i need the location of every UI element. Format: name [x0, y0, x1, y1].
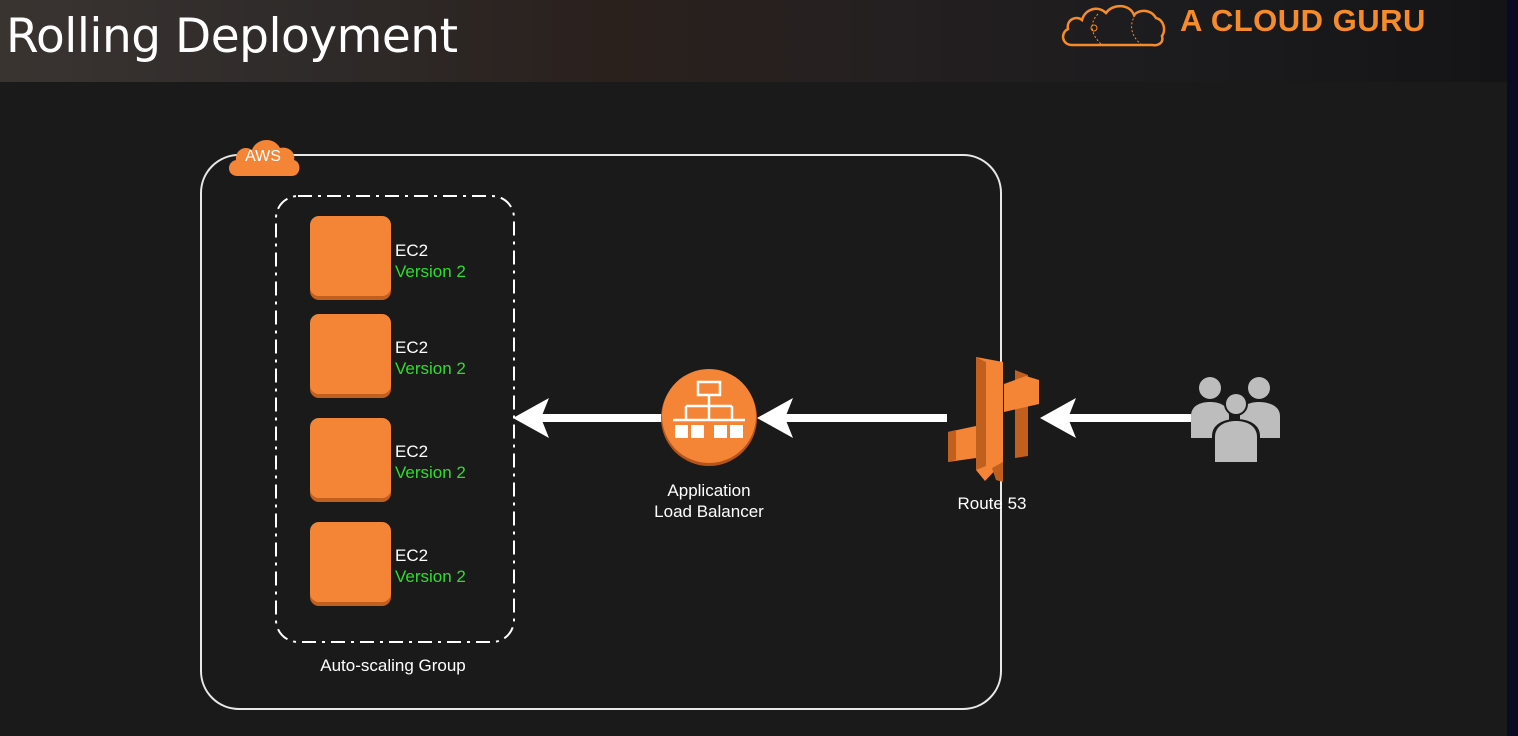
load-balancer-icon — [661, 369, 757, 466]
cloud-logo-icon — [1061, 4, 1166, 47]
ec2-instance-icon-4 — [310, 522, 391, 606]
ec2-label-3: EC2 — [395, 442, 429, 461]
arrow-route53-to-alb — [757, 398, 947, 438]
ec2-label-4: EC2 — [395, 546, 429, 565]
route53-label: Route 53 — [957, 494, 1027, 513]
ec2-version-1: Version 2 — [395, 262, 466, 281]
ec2-version-4: Version 2 — [395, 567, 466, 586]
auto-scaling-group-label: Auto-scaling Group — [320, 656, 466, 675]
brand-name: A CLOUD GURU — [1180, 3, 1426, 38]
ec2-label-1: EC2 — [395, 241, 429, 260]
ec2-version-2: Version 2 — [395, 359, 466, 378]
arrow-users-to-route53 — [1040, 398, 1191, 438]
ec2-version-3: Version 2 — [395, 463, 466, 482]
route53-icon — [948, 357, 1039, 482]
arrow-alb-to-asg — [513, 398, 662, 438]
aws-badge-label: AWS — [245, 148, 281, 165]
ec2-label-2: EC2 — [395, 338, 429, 357]
ec2-instance-icon-2 — [310, 314, 391, 398]
load-balancer-label-line1: Application — [667, 481, 751, 500]
window-edge — [1507, 0, 1518, 736]
ec2-instance-icon-1 — [310, 216, 391, 300]
users-icon — [1191, 377, 1280, 462]
auto-scaling-group-boundary — [275, 195, 515, 643]
ec2-instance-icon-3 — [310, 418, 391, 502]
title-bar — [0, 0, 1507, 82]
load-balancer-label-line2: Load Balancer — [654, 502, 764, 521]
slide-title: Rolling Deployment — [6, 9, 458, 64]
aws-badge-icon — [228, 139, 300, 176]
